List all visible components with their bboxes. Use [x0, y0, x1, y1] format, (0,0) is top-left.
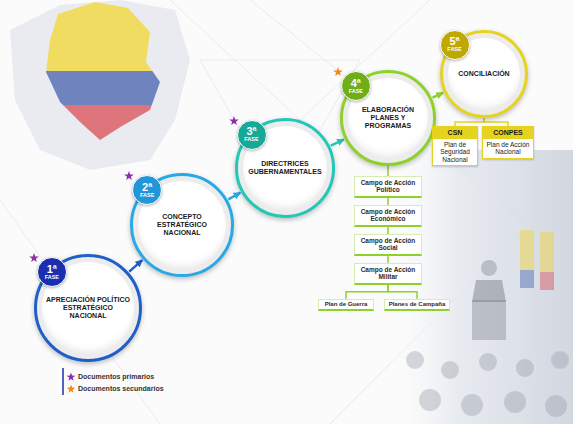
- phase-word: FASE: [45, 275, 59, 281]
- node-label: Campo de Acción Político: [358, 179, 418, 194]
- map-illustration: [10, 0, 190, 170]
- node-label: Planes de Campaña: [387, 301, 447, 308]
- connector: [331, 139, 344, 145]
- phase-word: FASE: [349, 89, 363, 95]
- node-label: Campo de Acción Económico: [358, 208, 418, 223]
- node-label: Plan de Guerra: [321, 301, 371, 308]
- connector: [387, 256, 389, 263]
- phase-number: 1ª: [47, 264, 57, 275]
- connector: [129, 260, 142, 272]
- node-label: CONCILIACIÓN: [449, 70, 519, 78]
- legend-text: Documentos secundarios: [78, 383, 164, 395]
- node-label: Campo de Acción Militar: [358, 266, 418, 281]
- node-label: APRECIACIÓN POLÍTICO ESTRATÉGICO NACIONA…: [45, 296, 131, 320]
- phase-word: FASE: [244, 137, 258, 143]
- plan-box: Planes de Campaña: [384, 299, 450, 311]
- phase-word: FASE: [140, 193, 154, 199]
- primary-star: [29, 253, 39, 262]
- phase-number: 3ª: [246, 126, 256, 137]
- document-heading: CSN: [433, 127, 477, 139]
- document-stars: [29, 67, 343, 262]
- primary-star: [124, 171, 134, 180]
- action-field-box: Campo de Acción Militar: [354, 263, 422, 285]
- connector: [228, 193, 240, 200]
- legend-star: [67, 373, 76, 381]
- action-field-box: Campo de Acción Económico: [354, 205, 422, 227]
- phase-badge: 5ªFASE: [440, 30, 470, 60]
- connector: [387, 166, 389, 176]
- action-field-box: Campo de Acción Social: [354, 234, 422, 256]
- document-box: CONPESPlan de Acción Nacional: [482, 126, 534, 159]
- document-body: Plan de Seguridad Nacional: [433, 139, 477, 165]
- legend: Documentos primariosDocumentos secundari…: [78, 371, 164, 395]
- phase-badge: 3ªFASE: [237, 120, 267, 150]
- phase-badge: 4ªFASE: [341, 71, 371, 101]
- connector: [346, 285, 388, 299]
- secondary-star: [333, 67, 343, 76]
- connector: [484, 118, 508, 126]
- connector: [433, 93, 444, 98]
- connector: [388, 285, 417, 299]
- connector: [387, 198, 389, 205]
- phase-number: 4ª: [351, 78, 361, 89]
- phase-number: 5ª: [449, 36, 459, 47]
- phase-number: 2ª: [142, 182, 152, 193]
- node-label: ELABORACIÓN PLANES Y PROGRAMAS: [350, 106, 427, 130]
- node-label: DIRECTRICES GUBERNAMENTALES: [245, 160, 325, 176]
- plan-box: Plan de Guerra: [318, 299, 374, 311]
- node-label: Campo de Acción Social: [358, 237, 418, 252]
- document-body: Plan de Acción Nacional: [483, 139, 533, 158]
- phase-word: FASE: [447, 47, 461, 53]
- document-box: CSNPlan de Seguridad Nacional: [432, 126, 478, 166]
- action-field-box: Campo de Acción Político: [354, 176, 422, 198]
- legend-star: [67, 385, 76, 393]
- legend-symbols: [63, 368, 75, 395]
- connector: [455, 118, 484, 126]
- legend-text: Documentos primarios: [78, 371, 164, 383]
- primary-star: [229, 116, 239, 125]
- node-label: CONCEPTO ESTRATÉGICO NACIONAL: [140, 213, 223, 237]
- document-heading: CONPES: [483, 127, 533, 139]
- connector: [387, 227, 389, 234]
- phase-badge: 1ªFASE: [37, 257, 67, 287]
